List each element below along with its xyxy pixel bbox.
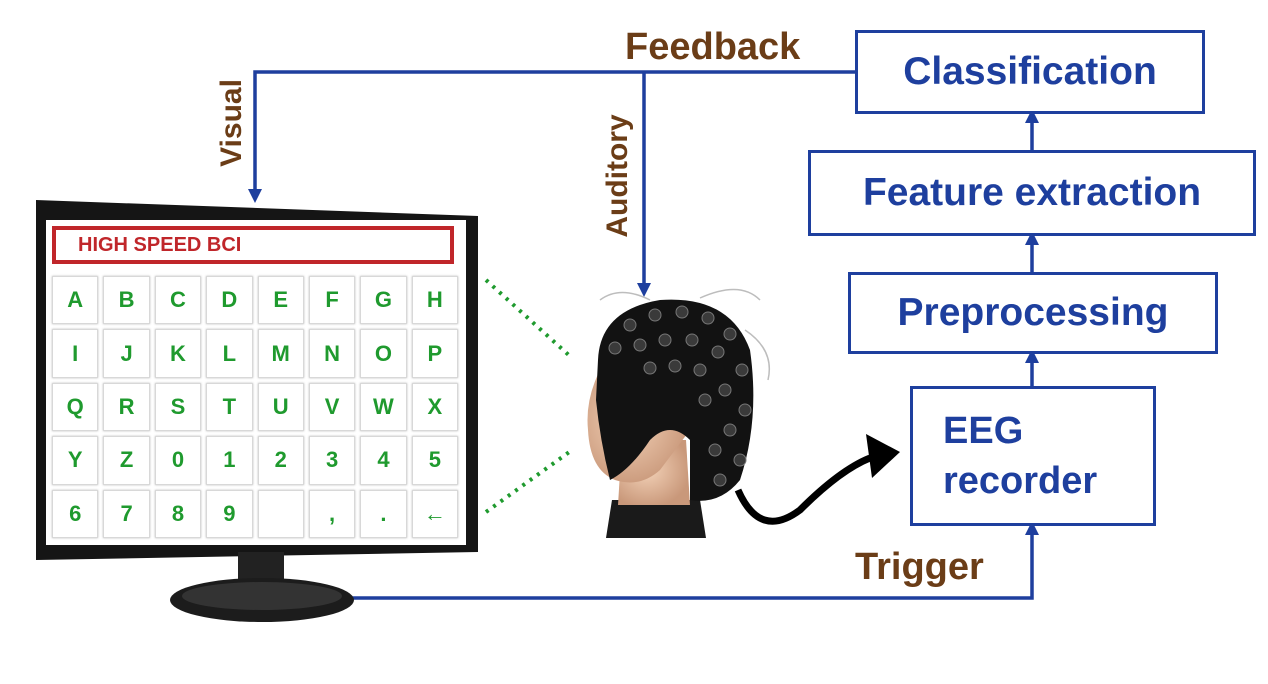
eeg-recorder-label-line2: recorder bbox=[943, 460, 1098, 502]
speller-key: X bbox=[411, 382, 458, 432]
trigger-line bbox=[352, 521, 1039, 600]
preprocessing-label: Preprocessing bbox=[897, 291, 1169, 334]
eeg-recorder-label-line1: EEG bbox=[943, 410, 1024, 452]
feature-extraction-box: Feature extraction bbox=[808, 150, 1256, 236]
speller-key: 1 bbox=[206, 436, 253, 485]
cable-arrow bbox=[734, 434, 900, 525]
speller-title-bar: HIGH SPEED BCI bbox=[52, 226, 454, 264]
electrodes bbox=[608, 305, 752, 487]
speller-key: F bbox=[308, 276, 356, 325]
trigger-label: Trigger bbox=[855, 546, 984, 588]
speller-key: I bbox=[52, 329, 99, 378]
head-pedestal bbox=[606, 500, 706, 538]
classification-box: Classification bbox=[855, 30, 1205, 114]
speller-key: 2 bbox=[257, 436, 304, 485]
speller-title-text: HIGH SPEED BCI bbox=[78, 233, 242, 256]
speller-key: Y bbox=[52, 436, 99, 485]
visual-label: Visual bbox=[215, 79, 248, 167]
pipeline-arrows bbox=[352, 109, 1039, 600]
speller-key: 7 bbox=[103, 489, 150, 538]
speller-key: 3 bbox=[308, 436, 356, 485]
cable-line bbox=[734, 454, 872, 525]
speller-key: O bbox=[360, 329, 407, 378]
speller-key: J bbox=[103, 329, 150, 378]
speller-key: D bbox=[206, 276, 253, 325]
eeg-recorder-box: EEG recorder bbox=[910, 386, 1156, 526]
auditory-label: Auditory bbox=[601, 114, 634, 238]
speller-key: M bbox=[257, 329, 304, 378]
speller-key: S bbox=[154, 382, 202, 432]
speller-key: 5 bbox=[411, 436, 458, 485]
eeg-head bbox=[587, 288, 770, 538]
speller-key: G bbox=[360, 276, 407, 325]
speller-key bbox=[257, 489, 304, 538]
feedback-lines bbox=[248, 70, 855, 297]
speller-key: E bbox=[257, 276, 304, 325]
feature-extraction-label: Feature extraction bbox=[862, 171, 1202, 214]
speller-key: 8 bbox=[154, 489, 202, 538]
speller-key: L bbox=[206, 329, 253, 378]
speller-key: A bbox=[52, 276, 99, 325]
speller-key: Q bbox=[52, 382, 99, 432]
speller-key: ← bbox=[411, 489, 458, 538]
speller-key: . bbox=[360, 489, 407, 538]
visual-feedback-line bbox=[248, 70, 855, 203]
speller-key: P bbox=[411, 329, 458, 378]
speller-key: W bbox=[360, 382, 407, 432]
feedback-label: Feedback bbox=[625, 26, 801, 68]
speller-key: K bbox=[154, 329, 202, 378]
speller-key: 9 bbox=[206, 489, 253, 538]
speller-key: 6 bbox=[52, 489, 99, 538]
speller-key: H bbox=[411, 276, 458, 325]
speller-key: 4 bbox=[360, 436, 407, 485]
speller-key: , bbox=[308, 489, 356, 538]
classification-label: Classification bbox=[903, 50, 1157, 93]
speller-key: U bbox=[257, 382, 304, 432]
speller-key: V bbox=[308, 382, 356, 432]
electrode-wires bbox=[599, 288, 770, 381]
speller-key: B bbox=[103, 276, 150, 325]
speller-key: R bbox=[103, 382, 150, 432]
speller-key: C bbox=[154, 276, 202, 325]
preprocessing-box: Preprocessing bbox=[848, 272, 1218, 354]
cable-arrowhead bbox=[866, 434, 900, 478]
speller-key: T bbox=[206, 382, 253, 432]
stimulus-links bbox=[484, 278, 574, 514]
speller-key: N bbox=[308, 329, 356, 378]
dotted-link-bottom bbox=[484, 448, 574, 514]
speller-key: 0 bbox=[154, 436, 202, 485]
dotted-link-top bbox=[484, 278, 574, 360]
monitor-stand-highlight bbox=[182, 582, 342, 610]
speller-key: Z bbox=[103, 436, 150, 485]
